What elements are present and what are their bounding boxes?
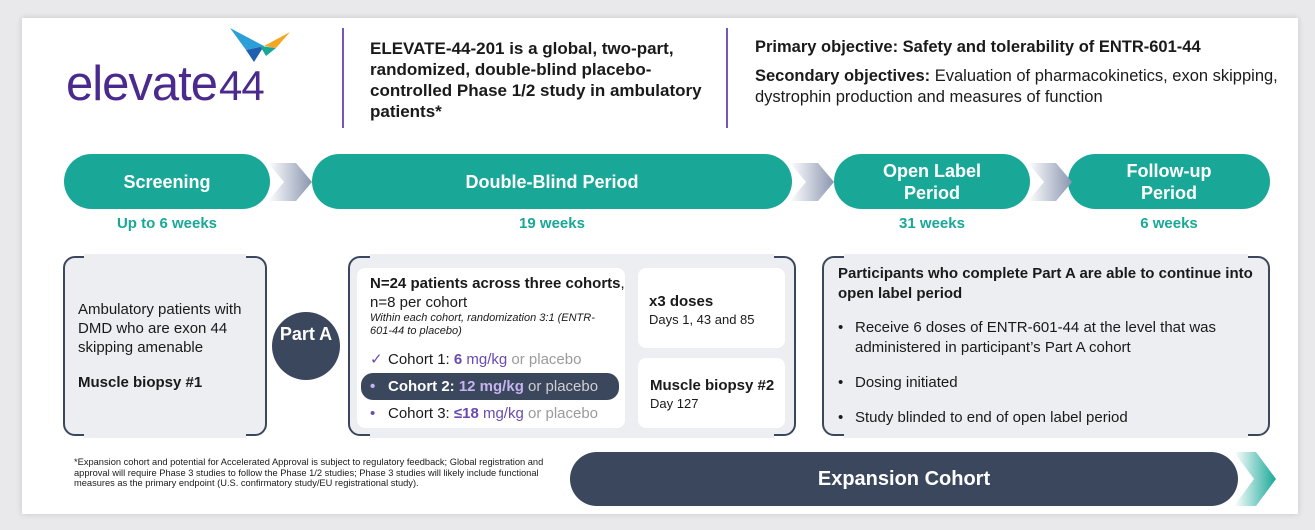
bullet-icon: •	[370, 405, 376, 422]
cohorts-title: N=24 patients across three cohorts, n=8 …	[370, 274, 625, 312]
list-item: Receive 6 doses of ENTR-601-44 at the le…	[838, 318, 1258, 358]
expansion-cohort-banner: Expansion Cohort	[570, 452, 1238, 506]
cohorts-card	[357, 268, 625, 428]
divider-left	[342, 28, 344, 128]
check-icon: ✓	[370, 351, 383, 368]
cohort-3: • Cohort 3: ≤18 mg/kg or placebo	[370, 405, 598, 422]
phase-double-blind: Double-Blind Period	[312, 154, 792, 209]
cohort-name: Cohort 1:	[388, 351, 454, 368]
cohort-name: Cohort 2:	[388, 378, 459, 395]
footnote: *Expansion cohort and potential for Acce…	[74, 457, 544, 488]
dosing-card	[638, 268, 785, 348]
secondary-objective-text: Evaluation of pharmacokinetics, exon ski…	[755, 67, 1278, 106]
screening-box	[64, 256, 266, 436]
cohort-unit: mg/kg	[462, 351, 508, 368]
duration-double-blind: 19 weeks	[519, 215, 585, 232]
bird-logo-icon	[230, 28, 290, 62]
cohort-alt: or placebo	[523, 405, 599, 422]
duration-follow-up: 6 weeks	[1140, 215, 1198, 232]
randomization-note: Within each cohort, randomization 3:1 (E…	[370, 312, 595, 337]
screening-criteria-text: Ambulatory patients with DMD who are exo…	[78, 301, 242, 356]
open-label-list: Receive 6 doses of ENTR-601-44 at the le…	[838, 318, 1258, 443]
cohort-alt: or placebo	[523, 378, 599, 395]
cohort-dose: 6	[453, 351, 463, 368]
cohorts-title-rest: , n=8 per cohort	[370, 275, 625, 311]
elevate44-logo: elevate44	[66, 26, 316, 111]
list-item: Dosing initiated	[838, 373, 1258, 393]
open-label-title: Participants who complete Part A are abl…	[838, 265, 1253, 302]
primary-objective: Primary objective: Safety and tolerabili…	[755, 38, 1201, 56]
cohort-dose: ≤18	[453, 405, 479, 422]
dosing-title: x3 doses	[649, 293, 714, 310]
phase-arrow-icon	[790, 163, 834, 201]
phase-arrow-icon	[1028, 163, 1072, 201]
logo-number: 44	[219, 62, 265, 109]
divider-right	[726, 28, 728, 128]
cohort-2-highlight	[361, 373, 619, 400]
phase-screening: Screening	[64, 154, 270, 209]
phase-open-label: Open Label Period	[834, 154, 1030, 209]
dosing-days: Days 1, 43 and 85	[649, 312, 755, 327]
cohort-dose: 12	[458, 378, 476, 395]
cohorts-title-bold: N=24 patients across three cohorts	[370, 275, 621, 292]
muscle-biopsy-1: Muscle biopsy #1	[78, 374, 203, 391]
biopsy-day: Day 127	[650, 396, 699, 411]
biopsy-card	[638, 358, 785, 428]
secondary-objective: Secondary objectives: Evaluation of phar…	[755, 66, 1285, 108]
phase-arrow-icon	[268, 163, 312, 201]
logo-word: elevate	[66, 57, 218, 111]
cohort-alt: or placebo	[507, 351, 582, 368]
cohort-1: ✓ Cohort 1: 6 mg/kg or placebo	[370, 350, 581, 368]
objectives: Primary objective: Safety and tolerabili…	[755, 37, 1285, 108]
muscle-biopsy-2: Muscle biopsy #2	[650, 377, 775, 394]
screening-criteria: Ambulatory patients with DMD who are exo…	[78, 300, 258, 392]
phase-follow-up: Follow-up Period	[1068, 154, 1270, 209]
secondary-objective-label: Secondary objectives:	[755, 67, 931, 85]
cohort-unit: mg/kg	[478, 405, 524, 422]
logo-wordmark: elevate44	[66, 56, 265, 112]
cohort-unit: mg/kg	[475, 378, 524, 395]
duration-open-label: 31 weeks	[899, 215, 965, 232]
duration-screening: Up to 6 weeks	[116, 215, 218, 232]
cohort-2: • Cohort 2: 12 mg/kg or placebo	[370, 378, 598, 395]
bullet-icon: •	[370, 378, 376, 395]
list-item: Study blinded to end of open label perio…	[838, 408, 1258, 428]
study-description: ELEVATE-44-201 is a global, two-part, ra…	[370, 39, 702, 121]
cohort-name: Cohort 3:	[388, 405, 454, 422]
expansion-arrow-icon	[1234, 452, 1276, 506]
part-a-badge: Part A	[272, 312, 340, 380]
